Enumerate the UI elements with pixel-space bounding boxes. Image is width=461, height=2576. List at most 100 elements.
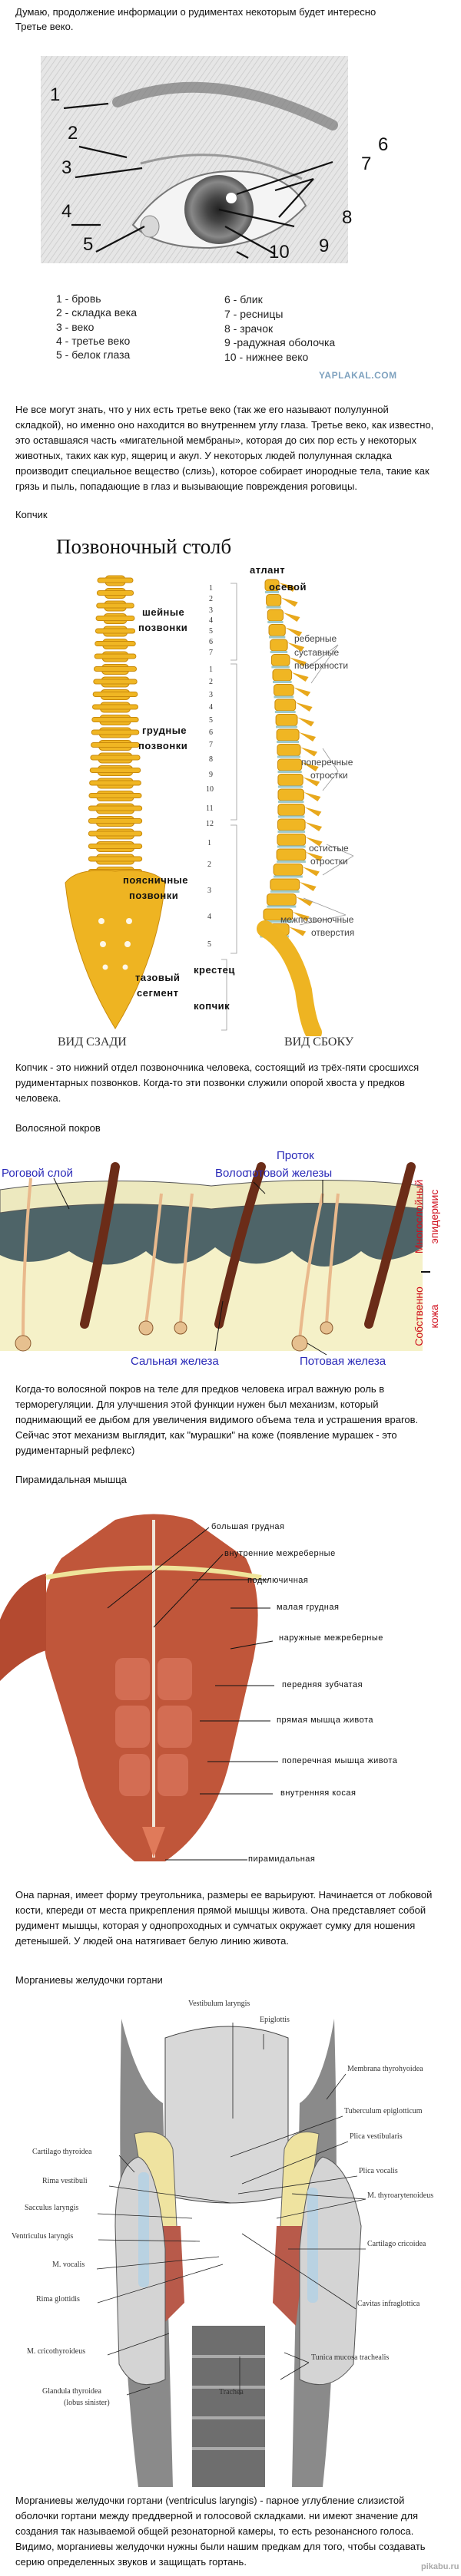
vertebra [276,848,307,861]
paragraph-line: Не все могут знать, что у них есть треть… [15,404,389,415]
paragraph-line: Морганиевы желудочки гортани (ventriculu… [15,2495,405,2506]
spinous-process [303,792,321,801]
spinous-process [283,613,300,622]
eye-illustration [41,56,348,263]
paragraph-line: терморегуляции. Для улучшения этой функц… [15,1399,379,1410]
spine-image-title: Позвоночный столб [56,535,232,558]
muscle-label: прямая мышца живота [277,1716,373,1725]
spinous-process [289,926,307,936]
eye-legend-item: 2 - складка века [56,306,138,319]
skin-label: Проток [277,1149,314,1162]
vertebra-process [95,628,136,634]
paragraph-line: Когда-то волосяной покров на теле для пр… [15,1383,385,1395]
eye-callout-number: 9 [319,236,330,256]
spine-label: копчик [194,1000,230,1012]
vertebra-number: 2 [209,678,213,686]
paragraph-line: детенышей. У людей она натягивает белую … [15,1935,289,1947]
paragraph-line: рудиментарных позвонков. Когда-то эти по… [15,1077,405,1088]
vertebra-number: 4 [207,913,211,921]
spinous-process [299,732,317,741]
intervertebral-disc [277,771,302,773]
eye-callout-number: 5 [83,234,94,255]
intervertebral-disc [269,636,286,639]
vertebra-number: 10 [206,785,214,794]
larynx-illustration [96,2019,366,2487]
intervertebral-disc [278,801,304,803]
skin-label: Волос [215,1167,248,1180]
vertebra [274,698,297,712]
intervertebral-disc [277,860,306,863]
spine-label: шейные [142,606,185,618]
spine-label: позвонки [129,890,179,901]
paragraph-line: грязь и пыль, попадающие в глаз и вызыва… [15,481,357,492]
eye-legend-item: 10 - нижнее веко [224,351,309,363]
vertebra-process [93,679,138,685]
spine-label: отверстия [311,927,355,938]
larynx-label: Tunica mucosa trachealis [311,2353,390,2362]
pyramidal-heading: Пирамидальная мышца [15,1474,127,1485]
yaplakal-watermark: YAPLAKAL.COM [319,370,397,381]
skin-layer-label: Многослойный [413,1179,425,1254]
vertebra [270,639,288,652]
muscle-label: малая грудная [277,1603,340,1612]
eye-callout-number: 6 [378,134,389,155]
eye-legend-item: 5 - белок глаза [56,348,131,361]
spinous-process [280,597,298,607]
vertebra-process [93,666,138,672]
skin-label: Потовая железа [300,1355,386,1368]
vertebra-number: 1 [209,584,213,593]
vertebra-process [92,704,138,710]
vertebra [272,669,293,682]
vertebra [277,788,304,801]
intervertebral-disc [277,815,305,818]
spinous-process [292,912,310,921]
intro-text: Думаю, продолжение информации о рудимент… [15,6,376,18]
vertebra-number: 3 [209,606,213,615]
spinous-process [299,882,317,891]
eye-legend-item: 8 - зрачок [224,322,274,335]
intervertebral-disc [277,741,300,743]
paragraph-line: складкой), но именно оно находится во вн… [15,419,434,431]
skin-illustration [0,1162,430,1356]
intervertebral-disc [267,621,284,623]
larynx-label: Cartilago cricoidea [367,2240,426,2248]
intervertebral-disc [270,890,300,893]
vertebra-number: 6 [209,728,213,737]
vertebra [277,818,306,831]
spinous-process [305,837,323,847]
larynx-label: Ventriculus laryngis [12,2232,74,2241]
spinous-process [295,702,313,712]
larynx-label: M. vocalis [52,2261,85,2269]
paragraph-line: Сейчас этот механизм выглядит, как "мура… [15,1429,397,1441]
intervertebral-disc [267,905,297,908]
spine-label: тазовый [135,972,181,983]
muscle-label: внутренние межреберные [224,1549,336,1558]
eye-heading: Третье веко. [15,21,74,32]
intervertebral-disc [270,651,288,653]
intervertebral-disc [265,591,280,593]
muscles-illustration [0,1514,278,1861]
larynx-label: Glandula thyroidea [42,2387,101,2396]
larynx-label: Plica vocalis [359,2167,398,2175]
paragraph-line: животных, таких как кур, ящериц и акул. … [15,450,393,461]
vertebra-number: 9 [209,771,213,779]
vertebra-process [95,616,135,621]
larynx-label: M. thyroarytenoideus [367,2191,434,2200]
paragraph-line: рудиментарный рефлекс) [15,1445,135,1456]
spine-label: позвонки [138,622,188,633]
muscle-label: подключичная [247,1576,309,1585]
vertebra-number: 2 [207,860,211,869]
spine-label: отростки [310,856,348,867]
paragraph-line: это оставшаяся часть «мигательной мембра… [15,434,417,446]
larynx-heading: Морганиевы желудочки гортани [15,1974,163,1986]
vertebra-number: 7 [209,649,213,657]
spinous-process [289,657,307,667]
larynx-label: Trachea [219,2388,244,2396]
paragraph-line: кости, кпереди от места прикрепления пря… [15,1904,426,1916]
spinous-process [305,852,323,861]
vertebra-process [89,780,141,786]
vertebra [277,744,301,756]
paragraph-line: Она парная, имеет форму треугольника, ра… [15,1889,433,1901]
vertebra [267,609,284,622]
vertebra-process [91,717,139,722]
